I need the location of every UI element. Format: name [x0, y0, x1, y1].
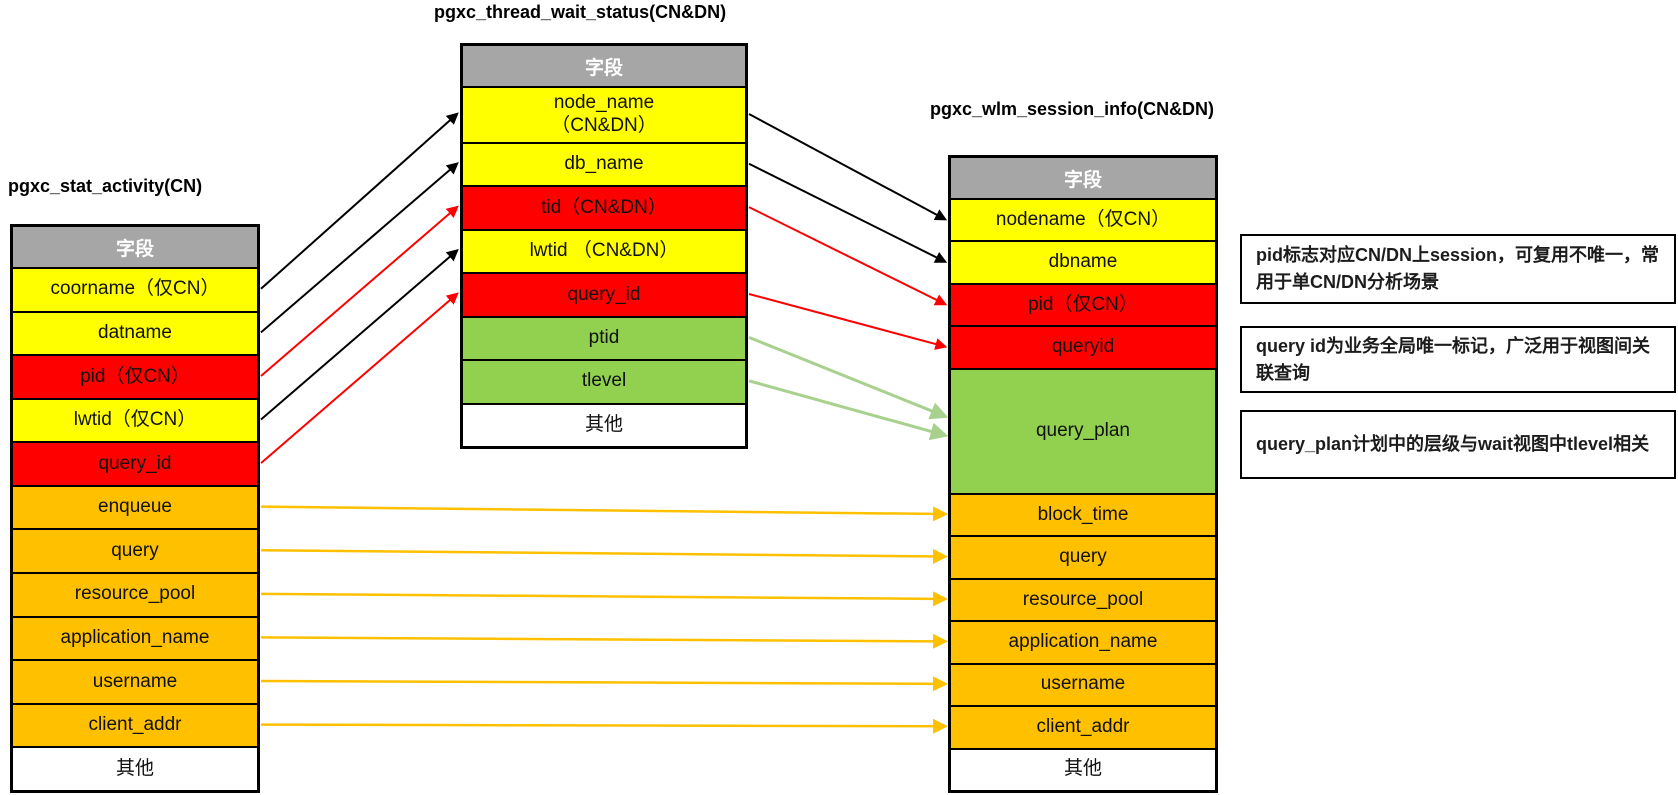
- field-label: query_id: [98, 452, 172, 474]
- arrow-query-to-query: [260, 548, 948, 564]
- arrow-ptid-to-query_plan: [748, 336, 949, 420]
- header-label: 字段: [1063, 169, 1102, 191]
- field-row-resource_pool: resource_pool: [13, 572, 257, 616]
- table-pgxc-stat-activity: 字段 coorname（仅CN） datname pid（仅CN） lwtid（仅CN…: [10, 224, 260, 793]
- field-label: query_plan: [1035, 419, 1131, 441]
- field-row-pid: pid（仅CN）: [13, 354, 257, 398]
- field-label: resource_pool: [1022, 588, 1144, 610]
- field-label: tid（CN&DN）: [541, 196, 667, 218]
- arrow-node_name-to-nodename: [748, 113, 948, 221]
- field-row-others: 其他: [463, 402, 745, 446]
- field-row-query: query: [951, 535, 1215, 578]
- arrow-application_name-to-application_name: [260, 633, 948, 649]
- table-header-cell: 字段: [13, 227, 257, 267]
- field-label: client_addr: [1036, 715, 1130, 737]
- field-label: pid（仅CN）: [1028, 293, 1138, 315]
- arrow-pid-to-tid: [260, 205, 459, 377]
- arrow-coorname-to-node_name: [260, 112, 459, 290]
- field-row-db_name: db_name: [463, 142, 745, 186]
- field-label: client_addr: [88, 714, 182, 736]
- field-row-queryid: queryid: [951, 325, 1215, 368]
- header-label: 字段: [115, 238, 154, 260]
- field-row-lwtid: lwtid （CN&DN）: [463, 228, 745, 273]
- field-label: datname: [98, 321, 172, 343]
- note-text: query_plan计划中的层级与wait视图中tlevel相关: [1256, 434, 1650, 454]
- field-row-lwtid: lwtid（仅CN）: [13, 397, 257, 442]
- field-row-tid: tid（CN&DN）: [463, 185, 745, 229]
- field-row-ptid: ptid: [463, 315, 745, 360]
- field-label: 其他: [115, 757, 154, 779]
- field-label: lwtid（仅CN）: [73, 409, 197, 431]
- field-row-coorname: coorname（仅CN）: [13, 267, 257, 311]
- table-header-cell: 字段: [951, 158, 1215, 198]
- field-label: application_name: [60, 627, 210, 649]
- table-title-stat-activity: pgxc_stat_activity(CN): [8, 176, 203, 196]
- field-label: query: [1059, 546, 1107, 568]
- arrow-tid-to-pid: [748, 206, 948, 306]
- arrow-datname-to-db_name: [260, 162, 459, 334]
- note-text: pid标志对应CN/DN上session，可复用不唯一，常用于单CN/DN分析场…: [1256, 245, 1660, 292]
- field-label: 其他: [584, 413, 623, 435]
- field-row-node_name: node_name （CN&DN）: [463, 86, 745, 142]
- field-row-enqueue: enqueue: [13, 484, 257, 529]
- field-row-application_name: application_name: [951, 620, 1215, 663]
- arrow-query_id-to-queryid: [748, 293, 948, 350]
- table-header-cell: 字段: [463, 46, 745, 86]
- field-label: query_id: [567, 283, 641, 305]
- field-row-pid: pid（仅CN）: [951, 282, 1215, 326]
- field-row-query: query: [13, 528, 257, 573]
- table-title-wlm-session-info: pgxc_wlm_session_info(CN&DN): [930, 99, 1215, 119]
- field-label: application_name: [1008, 631, 1158, 652]
- field-label: query: [111, 539, 159, 561]
- note-text: query id为业务全局唯一标记，广泛用于视图间关联查询: [1256, 335, 1651, 383]
- field-row-nodename: nodename（仅CN）: [951, 198, 1215, 241]
- field-row-application_name: application_name: [13, 615, 257, 660]
- field-row-tlevel: tlevel: [463, 359, 745, 403]
- field-label: ptid: [588, 327, 620, 348]
- field-label: node_name （CN&DN）: [551, 92, 657, 136]
- field-label: resource_pool: [74, 583, 196, 605]
- arrow-client_addr-to-client_addr: [260, 718, 948, 734]
- field-row-others: 其他: [951, 747, 1215, 790]
- field-row-client_addr: client_addr: [13, 702, 257, 747]
- field-label: queryid: [1051, 336, 1115, 358]
- arrow-db_name-to-dbname: [748, 162, 948, 263]
- table-pgxc-wlm-session-info: 字段 nodename（仅CN） dbname pid（仅CN） queryid que…: [948, 155, 1218, 793]
- field-label: tlevel: [581, 370, 627, 392]
- field-row-others: 其他: [13, 746, 257, 790]
- field-label: nodename（仅CN）: [995, 208, 1171, 230]
- field-row-resource_pool: resource_pool: [951, 577, 1215, 621]
- field-row-datname: datname: [13, 310, 257, 355]
- field-label: username: [1040, 673, 1126, 695]
- field-row-query_plan: query_plan: [951, 367, 1215, 493]
- field-label: block_time: [1037, 503, 1129, 525]
- field-row-dbname: dbname: [951, 240, 1215, 283]
- table-title-thread-wait-status: pgxc_thread_wait_status(CN&DN): [434, 2, 727, 22]
- note-query-id: query id为业务全局唯一标记，广泛用于视图间关联查询: [1240, 326, 1676, 393]
- field-label: 其他: [1063, 758, 1102, 780]
- field-label: coorname（仅CN）: [50, 278, 220, 300]
- arrow-tlevel-to-query_plan: [748, 379, 949, 441]
- field-label: pid（仅CN）: [80, 365, 190, 387]
- field-row-query_id: query_id: [463, 272, 745, 316]
- field-label: dbname: [1048, 251, 1118, 273]
- note-pid: pid标志对应CN/DN上session，可复用不唯一，常用于单CN/DN分析场…: [1240, 234, 1676, 304]
- field-label: lwtid （CN&DN）: [529, 240, 679, 262]
- note-query-plan: query_plan计划中的层级与wait视图中tlevel相关: [1240, 410, 1676, 479]
- table-pgxc-thread-wait-status: 字段 node_name （CN&DN） db_name tid（CN&DN） lwt…: [460, 43, 748, 449]
- field-row-query_id: query_id: [13, 441, 257, 485]
- field-row-username: username: [951, 662, 1215, 706]
- field-label: db_name: [564, 153, 644, 175]
- field-row-username: username: [13, 659, 257, 703]
- header-label: 字段: [584, 57, 623, 79]
- arrow-query_id-to-query_id: [260, 292, 459, 464]
- field-row-block_time: block_time: [951, 492, 1215, 536]
- arrow-lwtid-to-lwtid: [260, 248, 459, 421]
- arrow-username-to-username: [260, 676, 948, 692]
- arrow-enqueue-to-block_time: [260, 505, 948, 522]
- field-label: username: [92, 670, 178, 692]
- field-label: enqueue: [98, 496, 172, 518]
- arrow-resource_pool-to-resource_pool: [260, 591, 948, 607]
- field-row-client_addr: client_addr: [951, 705, 1215, 748]
